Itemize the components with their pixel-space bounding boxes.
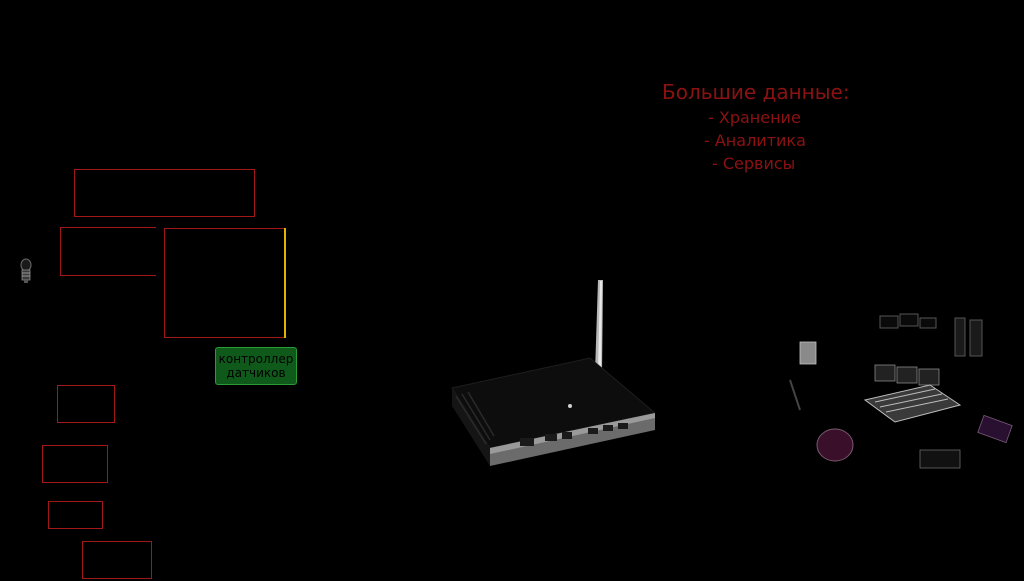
diagram-box-small-1 <box>57 385 115 423</box>
diagram-box-small-2 <box>42 445 108 483</box>
diagram-box-left <box>60 227 156 276</box>
big-data-item-services: - Сервисы <box>712 154 796 173</box>
accent-line <box>284 228 286 338</box>
diagram-box-large <box>164 228 285 338</box>
big-data-title: Большие данные: <box>662 80 850 104</box>
big-data-item-storage: - Хранение <box>708 108 801 127</box>
sensor-controller-node: контроллер датчиков <box>215 347 297 385</box>
big-data-item-analytics: - Аналитика <box>704 131 806 150</box>
light-bulb-icon <box>20 258 32 283</box>
diagram-box-top <box>74 169 255 217</box>
control-room-icon <box>789 313 1013 469</box>
controller-label-line2: датчиков <box>226 366 286 380</box>
diagram-box-small-4 <box>82 541 152 579</box>
controller-label-line1: контроллер <box>218 352 294 366</box>
diagram-box-small-3 <box>48 501 103 529</box>
wifi-router-icon <box>451 280 655 466</box>
